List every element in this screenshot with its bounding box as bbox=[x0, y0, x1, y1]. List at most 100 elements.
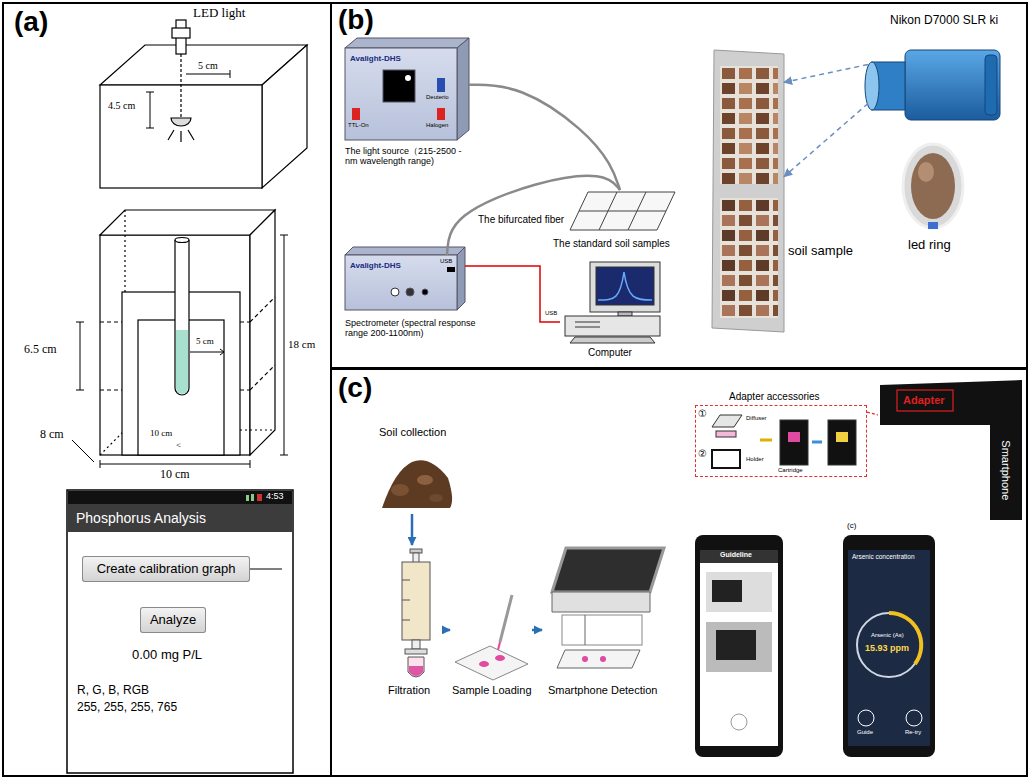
smartphone-body bbox=[700, 550, 778, 746]
dimension-line bbox=[150, 92, 151, 128]
sample-tray bbox=[570, 192, 675, 230]
button-label: Create calibration graph bbox=[97, 562, 236, 577]
panel-letter: (c) bbox=[847, 521, 856, 530]
lamp-housing bbox=[180, 131, 181, 142]
soil-pile bbox=[382, 460, 452, 508]
device-caption: Nikon D7000 SLR ki bbox=[890, 14, 998, 28]
smartphone: Guideline bbox=[695, 535, 783, 757]
sample-box bbox=[100, 210, 275, 455]
callout-number: ① bbox=[698, 408, 707, 420]
sample-box bbox=[100, 210, 275, 235]
smartphone-body bbox=[889, 613, 921, 664]
syringe bbox=[402, 549, 430, 677]
syringe bbox=[402, 562, 430, 640]
sample-slide bbox=[498, 642, 500, 650]
dimension-line bbox=[230, 70, 231, 78]
smartphone-body bbox=[731, 714, 747, 730]
device-caption: soil sample bbox=[788, 244, 853, 259]
dimension: 5 cm bbox=[198, 60, 218, 72]
computer: Computer bbox=[560, 262, 665, 362]
lamp-housing bbox=[172, 28, 190, 38]
dimension-line bbox=[100, 460, 101, 468]
computer bbox=[565, 262, 660, 343]
port-label: USB bbox=[545, 310, 557, 317]
smartphone: Arsenic concentrationArsenic (As)15.93 p… bbox=[843, 535, 935, 757]
lamp-housing bbox=[100, 20, 307, 188]
light-source bbox=[352, 108, 360, 120]
part-label: LED light bbox=[193, 6, 245, 21]
view-arrow bbox=[784, 104, 868, 177]
accessory-parts bbox=[712, 415, 856, 468]
accessory-parts bbox=[716, 431, 736, 437]
detection-device bbox=[562, 615, 642, 645]
spectrometer bbox=[345, 255, 457, 310]
panel-frame: (b)Avalight-DHSTTL-OnDeuterioHalogenThe … bbox=[330, 2, 1028, 369]
dimension: 5 cm bbox=[196, 336, 214, 346]
part-label: Cartridge bbox=[778, 467, 803, 474]
computer bbox=[590, 262, 660, 312]
usb-cable bbox=[465, 266, 560, 322]
accessory-parts bbox=[812, 441, 822, 444]
smartphone-body bbox=[700, 550, 778, 563]
lamp-housing bbox=[171, 118, 191, 126]
sample-slide bbox=[455, 595, 528, 680]
dimension-line bbox=[72, 235, 288, 468]
screen-title: Guideline bbox=[720, 551, 752, 559]
smartphone-body bbox=[712, 580, 742, 602]
dimension-line bbox=[220, 349, 224, 355]
led-ring bbox=[911, 153, 955, 219]
lamp-housing bbox=[262, 45, 307, 188]
light-source bbox=[345, 38, 469, 140]
camera bbox=[985, 55, 997, 115]
spectrometer bbox=[391, 288, 399, 296]
syringe bbox=[402, 580, 410, 581]
dimension-line bbox=[76, 390, 84, 391]
sample-tray bbox=[570, 192, 675, 230]
dimension-line bbox=[100, 464, 250, 465]
computer bbox=[596, 267, 654, 305]
phone-frame bbox=[68, 504, 292, 532]
led-ring bbox=[918, 162, 934, 182]
panel-frame: (a)Phosphorus Analysis0.00 mg P/LR, G, B… bbox=[2, 2, 332, 777]
box-heading: Adapter accessories bbox=[729, 391, 820, 403]
smartphone-body bbox=[695, 535, 935, 757]
smartphone-body bbox=[706, 622, 772, 672]
sample-box bbox=[250, 210, 275, 455]
computer bbox=[565, 316, 660, 336]
adapter-body bbox=[880, 380, 1022, 520]
camera bbox=[865, 50, 1000, 120]
light-source bbox=[437, 108, 445, 120]
detection-device bbox=[585, 615, 586, 645]
spectrometer bbox=[422, 289, 428, 295]
light-source bbox=[345, 48, 457, 140]
phone-frame bbox=[246, 495, 249, 501]
app-title: Phosphorus Analysis bbox=[76, 510, 206, 526]
switch-label: Halogen bbox=[426, 122, 448, 129]
gauge-value: 15.93 ppm bbox=[865, 643, 909, 653]
soil-board bbox=[720, 198, 778, 318]
app-button: Analyze bbox=[140, 607, 206, 633]
dimension-line bbox=[190, 352, 224, 353]
spectrometer bbox=[345, 247, 465, 310]
soil-pile bbox=[391, 484, 409, 496]
soil-pile bbox=[417, 475, 433, 485]
phone-frame bbox=[67, 490, 293, 773]
phone-frame bbox=[68, 491, 292, 504]
device-caption: The standard soil samples bbox=[553, 238, 670, 250]
smartphone-body bbox=[695, 535, 783, 757]
soil-board bbox=[712, 50, 784, 332]
light-source bbox=[345, 38, 469, 48]
detection-device bbox=[582, 656, 588, 662]
sample-slide bbox=[479, 661, 489, 667]
detection-device bbox=[552, 548, 664, 592]
spectrometer bbox=[447, 267, 455, 272]
smartphone-body bbox=[848, 550, 930, 746]
panel-letter: (a) bbox=[14, 6, 48, 38]
device-caption: The light source（215-2500 -nm wavelength… bbox=[345, 146, 473, 167]
accessory-parts bbox=[760, 439, 772, 442]
flow-arrow bbox=[532, 629, 542, 632]
sample-slide bbox=[495, 655, 505, 661]
dimension-line bbox=[186, 74, 230, 75]
dimension-line bbox=[80, 322, 81, 390]
dimension-line bbox=[280, 235, 288, 236]
